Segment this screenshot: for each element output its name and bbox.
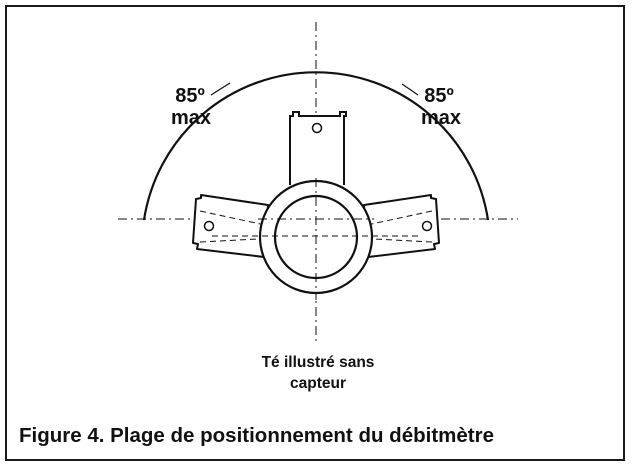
top-port-hole <box>311 122 323 134</box>
figure-caption: Figure 4. Plage de positionnement du déb… <box>19 424 494 447</box>
right-port-hole <box>421 220 433 232</box>
right-angle-label: 85º <box>424 85 454 107</box>
left-label-leader <box>210 82 231 96</box>
right-limit-label: max <box>421 107 461 129</box>
left-branch <box>192 194 269 258</box>
left-angle-label: 85º <box>175 85 205 107</box>
left-port-hole <box>203 220 215 232</box>
top-branch <box>289 111 347 185</box>
left-limit-label: max <box>171 107 211 129</box>
positioning-range-arc <box>142 71 490 221</box>
right-branch <box>363 194 440 258</box>
tee-note-line-2: capteur <box>290 375 346 392</box>
right-label-leader <box>401 83 419 96</box>
tee-note-line-1: Té illustré sans <box>262 354 375 371</box>
